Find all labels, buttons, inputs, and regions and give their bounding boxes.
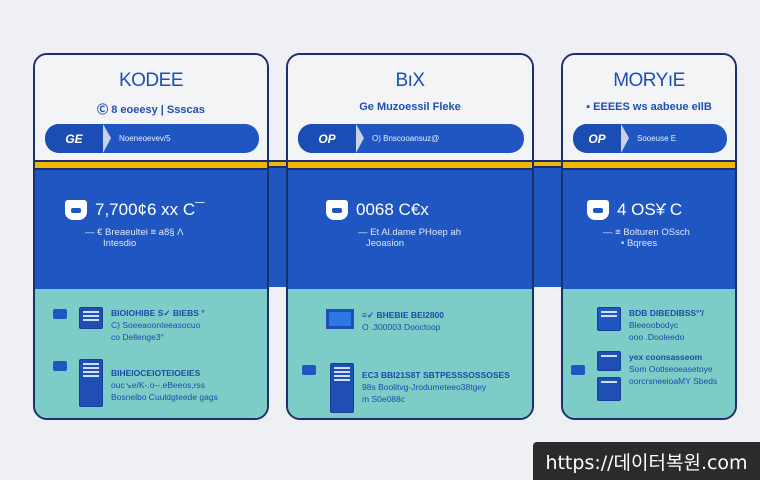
card-stat-panel: 4 OS¥̇ C — ≡ Bolturen OSsch• Bqrees [563, 170, 735, 289]
card-header: KODEE Ⓒ 8 eoeesy | Ssscas GE Noeneoevev/… [35, 55, 267, 160]
tag-icon [571, 365, 585, 375]
stat-desc: — Et Al.dame PHoep ah [358, 227, 461, 238]
stat-value: 0068 C€x [356, 200, 429, 219]
stat-desc-2: • Bqrees [621, 238, 658, 249]
card-action-button[interactable]: OP O) Bnscooansuz@ [298, 124, 524, 153]
stat-desc-2: Intesdio [103, 238, 137, 249]
pill-label: O) Bnscooansuz@ [372, 134, 440, 143]
chart-icon [597, 377, 621, 401]
pill-label: Sooeuse E [637, 134, 677, 143]
chat-icon [326, 200, 348, 220]
card-subtitle: Ge Muzoessil Fleke [359, 101, 461, 113]
watermark: https://데이터복원.com [533, 442, 760, 480]
card-action-button[interactable]: GE Noeneoevev/5 [45, 124, 259, 153]
tag-icon [302, 365, 316, 375]
stat-desc-2: Jeoasion [366, 238, 405, 249]
card-kodee: KODEE Ⓒ 8 eoeesy | Ssscas GE Noeneoevev/… [33, 53, 269, 420]
document-icon [79, 307, 103, 329]
stat-value: 7,700¢6 xx C¯ [95, 200, 205, 219]
card-header: BıX Ge Muzoessil Fleke OP O) Bnscooansuz… [288, 55, 532, 160]
tag-icon [53, 361, 67, 371]
monitor-icon [326, 309, 354, 329]
chart-icon [597, 307, 621, 331]
tag-icon [53, 309, 67, 319]
card-bix: BıX Ge Muzoessil Fleke OP O) Bnscooansuz… [286, 53, 534, 420]
card-title: MORYıE [613, 70, 685, 91]
card-subtitle: ▪ EEEES ws aabeue eIlB [586, 101, 712, 113]
card-title: KODEE [118, 70, 184, 91]
chart-icon [597, 351, 621, 371]
card-action-button[interactable]: OP Sooeuse E [573, 124, 727, 153]
card-title: BıX [395, 70, 425, 91]
pill-label: Noeneoevev/5 [119, 134, 171, 143]
detail-text: BIOIOHIBE S✓ BIEBS °C) Soeeaoonteeasocuo… [111, 308, 205, 342]
chat-icon [65, 200, 87, 220]
document-icon [79, 359, 103, 407]
document-icon [330, 363, 354, 413]
pill-icon: OP [573, 124, 629, 153]
chat-icon [587, 200, 609, 220]
card-details: BIOIOHIBE S✓ BIEBS °C) Soeeaoonteeasocuo… [35, 289, 267, 418]
pill-icon: OP [298, 124, 364, 153]
card-stripe [288, 160, 532, 170]
card-moryie: MORYıE ▪ EEEES ws aabeue eIlB OP Sooeuse… [561, 53, 737, 420]
card-subtitle: Ⓒ 8 eoeesy | Ssscas [97, 104, 205, 116]
stat-value: 4 OS¥̇ C [617, 200, 683, 219]
card-header: MORYıE ▪ EEEES ws aabeue eIlB OP Sooeuse… [563, 55, 735, 160]
stat-desc: — € Breaeultei ≡ a8§ Λ [85, 227, 184, 238]
pill-icon: GE [45, 124, 111, 153]
card-stripe [35, 160, 267, 170]
stat-desc: — ≡ Bolturen OSsch [603, 227, 690, 238]
card-stripe [563, 160, 735, 170]
